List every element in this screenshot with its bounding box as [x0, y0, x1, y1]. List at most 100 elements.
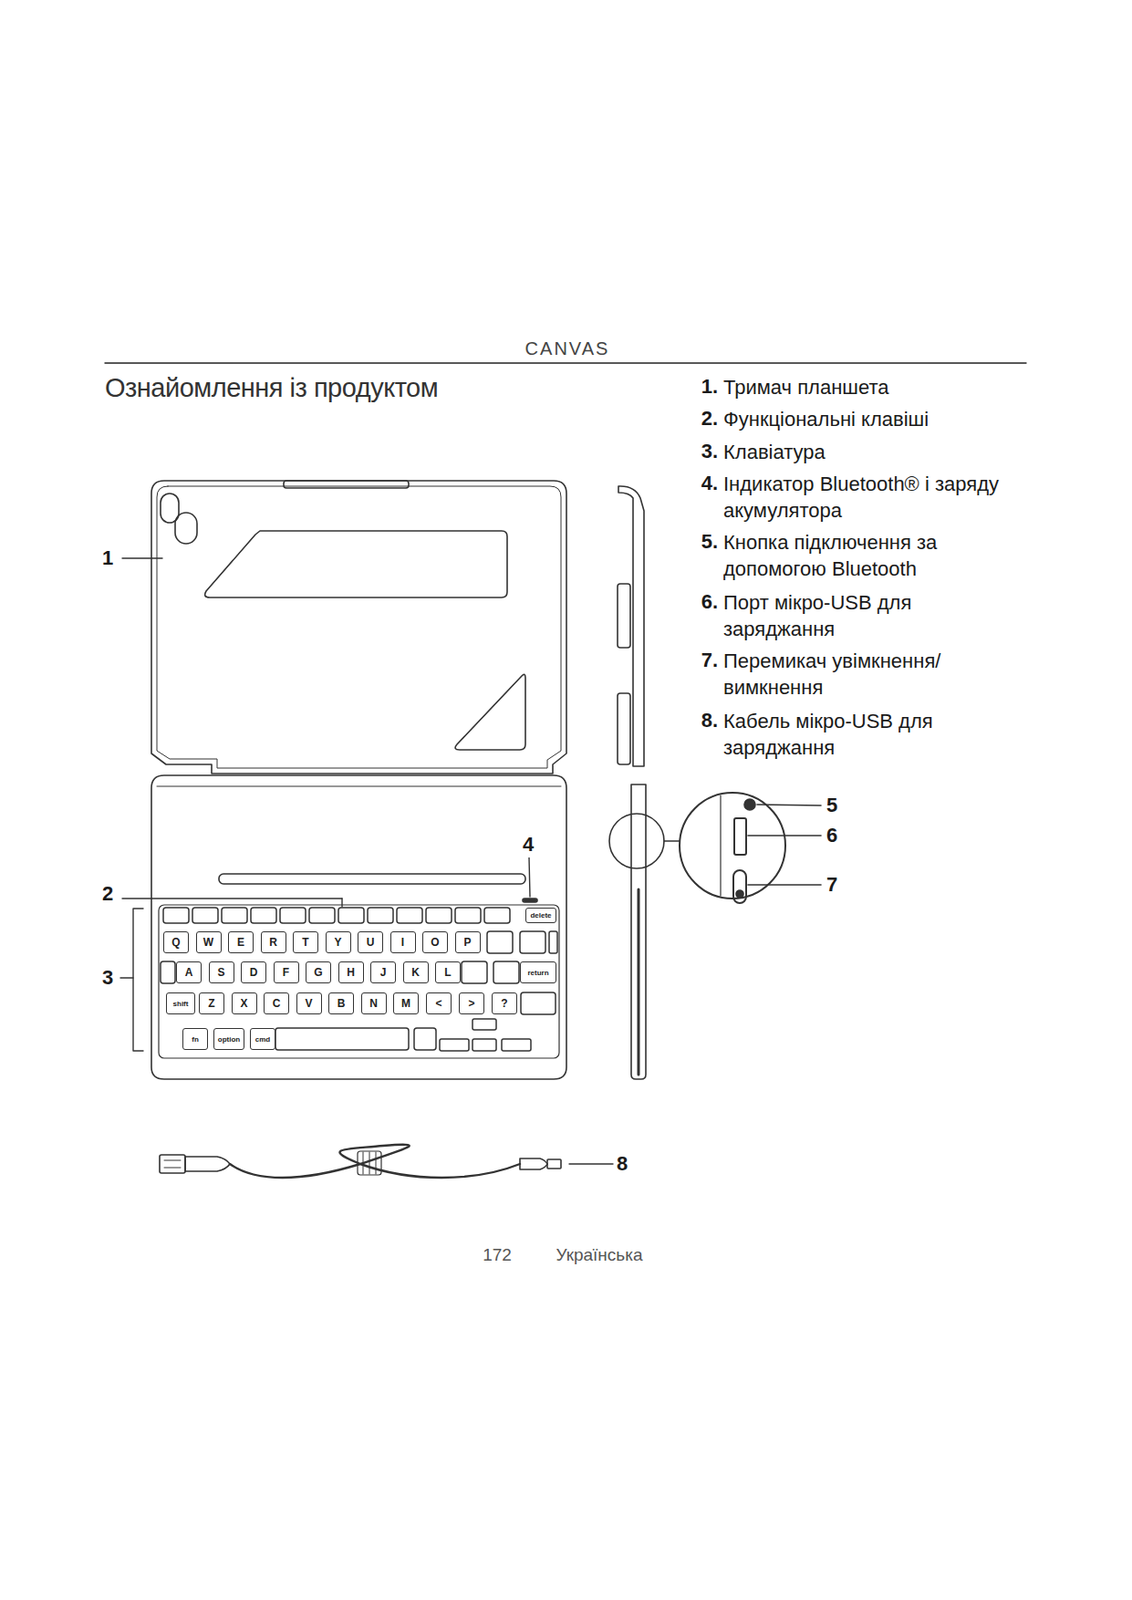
key-legend: option — [218, 1035, 240, 1044]
key-cap: I — [390, 931, 416, 954]
key-legend: fn — [191, 1035, 199, 1044]
key-legend: D — [249, 965, 259, 979]
list-number: 5. — [701, 529, 718, 556]
list-number: 1. — [701, 373, 718, 401]
key-legend: < — [435, 996, 442, 1010]
callout-number: 7 — [824, 872, 840, 899]
key-cap: R — [260, 931, 287, 954]
key-cap: G — [305, 961, 332, 984]
key-legend: G — [313, 965, 322, 979]
page-title: Ознайомлення із продуктом — [104, 371, 438, 406]
key-legend: B — [337, 996, 346, 1010]
key-cap: K — [403, 961, 429, 984]
key-legend: ? — [500, 996, 508, 1010]
key-legend: shift — [173, 999, 189, 1008]
part-name: Тримач планшета — [723, 373, 1089, 401]
key-legend: L — [444, 965, 451, 979]
key-cap: shift — [166, 992, 196, 1015]
key-cap: > — [458, 992, 485, 1015]
key-legend: Z — [207, 996, 215, 1010]
key-legend: J — [380, 965, 387, 979]
key-legend: M — [401, 996, 411, 1010]
function-key — [396, 907, 423, 924]
key-cap: F — [273, 961, 300, 984]
key-legend: I — [401, 935, 405, 949]
key-legend: U — [366, 935, 375, 949]
function-key — [455, 907, 481, 924]
plain-keys — [160, 931, 558, 1051]
key-cap: return — [519, 961, 557, 984]
callout-number: 5 — [824, 792, 840, 820]
list-number: 3. — [701, 438, 718, 466]
tablet-holder — [151, 480, 567, 774]
key-legend: Q — [171, 935, 180, 949]
function-key — [192, 907, 219, 924]
key-cap: ? — [491, 992, 518, 1015]
side-view — [609, 486, 680, 1080]
usb-cable — [159, 1144, 561, 1178]
key-cap: B — [328, 992, 354, 1015]
key-cap: O — [422, 931, 448, 954]
function-key — [309, 907, 335, 924]
part-name: Кнопка підключення за допомогою Bluetoot… — [723, 529, 979, 582]
key-cap: C — [263, 992, 290, 1015]
key-cap: < — [425, 992, 452, 1015]
key-legend: S — [217, 965, 225, 979]
key-cap: X — [231, 992, 258, 1015]
key-legend: E — [237, 935, 245, 949]
key-legend: return — [527, 968, 549, 977]
function-key — [280, 907, 306, 924]
key-cap: fn — [182, 1028, 208, 1050]
function-key — [163, 907, 189, 924]
function-key — [338, 907, 364, 924]
key-legend: T — [301, 935, 309, 949]
callout-number: 3 — [100, 965, 115, 992]
function-key — [367, 907, 394, 924]
key-cap: W — [196, 931, 222, 954]
key-cap: L — [435, 961, 461, 984]
key-cap: option — [213, 1028, 245, 1050]
key-legend: R — [269, 935, 278, 949]
list-number: 4. — [701, 470, 718, 498]
key-cap: J — [370, 961, 396, 984]
key-legend: V — [304, 996, 312, 1010]
key-legend: Y — [333, 935, 342, 949]
key-legend: O — [430, 935, 439, 949]
callout-number: 1 — [100, 545, 115, 572]
port-detail — [679, 792, 821, 904]
key-legend: C — [272, 996, 281, 1010]
key-cap: N — [361, 992, 387, 1015]
callout-number: 4 — [520, 831, 536, 859]
list-number: 8. — [701, 707, 718, 735]
key-cap: P — [455, 931, 481, 954]
function-key — [425, 907, 452, 924]
list-number: 2. — [701, 405, 718, 433]
brand-header: CANVAS — [525, 336, 611, 361]
key-legend: P — [463, 935, 471, 949]
page-footer: 172 — [482, 1244, 512, 1268]
key-cap: delete — [525, 907, 557, 924]
key-legend: > — [467, 996, 475, 1010]
header-rule — [104, 362, 1027, 364]
part-name: Функціональні клавіші — [723, 405, 1089, 433]
key-legend: N — [369, 996, 378, 1010]
callout-number: 8 — [614, 1151, 630, 1178]
key-cap: D — [240, 961, 267, 984]
key-cap: T — [292, 931, 319, 954]
function-keys — [163, 907, 510, 924]
part-name: Кабель мікро-USB для заряджання — [723, 707, 988, 761]
leader-lines — [120, 558, 613, 1164]
part-name: Перемикач увімкнення/ вимкнення — [723, 647, 970, 701]
key-legend: X — [239, 996, 248, 1010]
page-footer: Українська — [555, 1244, 643, 1268]
key-cap: S — [208, 961, 235, 984]
key-cap: A — [176, 961, 202, 984]
key-cap: M — [393, 992, 419, 1015]
key-cap: Q — [163, 931, 189, 954]
key-cap: cmd — [249, 1028, 276, 1050]
key-legend: cmd — [255, 1035, 271, 1044]
key-legend: delete — [529, 911, 551, 920]
key-legend: W — [203, 935, 214, 949]
key-legend: F — [282, 965, 290, 979]
